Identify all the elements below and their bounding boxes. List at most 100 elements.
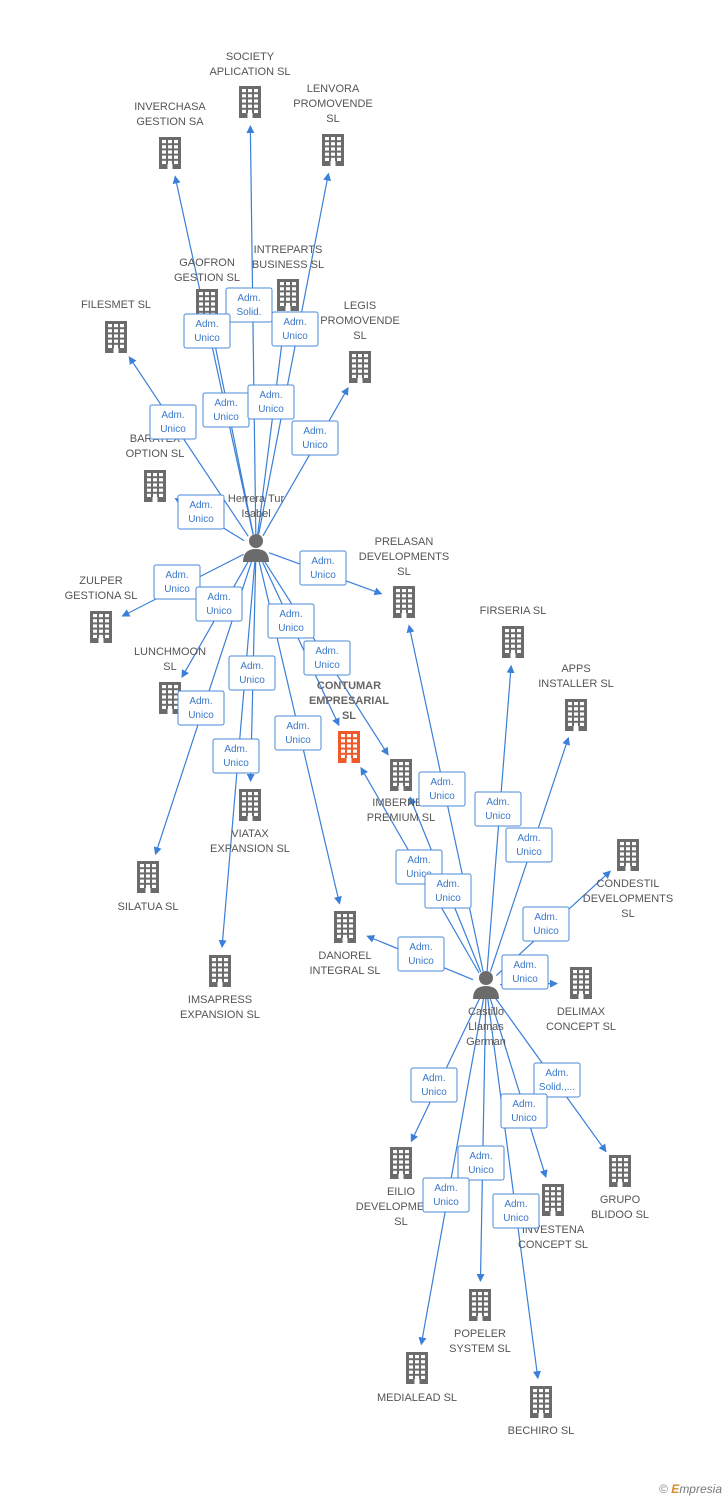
- node-label: OPTION SL: [126, 448, 185, 460]
- edge-herrera-gaofron: [209, 327, 254, 535]
- node-label: ZULPER: [79, 575, 122, 587]
- role-badge-label: Unico: [485, 811, 511, 822]
- node-label: Isabel: [241, 508, 270, 520]
- node-firseria[interactable]: FIRSERIA SL: [480, 605, 547, 658]
- role-badge-label: Unico: [188, 514, 214, 525]
- node-medialead[interactable]: MEDIALEAD SL: [377, 1352, 457, 1404]
- role-badge[interactable]: Adm.Unico: [299, 550, 347, 586]
- role-badge-label: Unico: [468, 1165, 494, 1176]
- node-label: SL: [326, 113, 339, 125]
- node-label: APPS: [561, 663, 590, 675]
- role-badge[interactable]: Adm.Unico: [457, 1145, 505, 1181]
- building-icon: [393, 586, 415, 618]
- role-badge[interactable]: Adm.Unico: [474, 791, 522, 827]
- node-label: Castillo: [468, 1006, 504, 1018]
- badges-layer: Adm.Solid.Adm.UnicoAdm.UnicoAdm.UnicoAdm…: [149, 287, 581, 1229]
- role-badge-label: Adm.: [517, 833, 540, 844]
- node-label: GESTION SL: [174, 272, 240, 284]
- role-badge-label: Adm.: [214, 398, 237, 409]
- role-badge[interactable]: Adm.Unico: [501, 954, 549, 990]
- building-icon: [390, 1147, 412, 1179]
- role-badge[interactable]: Adm.Unico: [267, 603, 315, 639]
- node-label: SYSTEM SL: [449, 1343, 511, 1355]
- role-badge[interactable]: Adm.Unico: [247, 384, 295, 420]
- role-badge[interactable]: Adm. Solid.: [225, 287, 273, 323]
- role-badge[interactable]: Adm.Unico: [153, 564, 201, 600]
- role-badge-label: Unico: [512, 974, 538, 985]
- node-label: CONDESTIL: [597, 878, 660, 890]
- role-badge[interactable]: Adm.Unico: [183, 313, 231, 349]
- role-badge[interactable]: Adm.Unico: [418, 771, 466, 807]
- node-label: GESTION SA: [136, 116, 204, 128]
- role-badge[interactable]: Adm.Unico: [177, 494, 225, 530]
- node-filesmet[interactable]: FILESMET SL: [81, 299, 151, 353]
- role-badge[interactable]: Adm.Unico: [149, 404, 197, 440]
- role-badge[interactable]: Adm.Solid.,...: [533, 1062, 581, 1098]
- node-label: GRUPO: [600, 1194, 641, 1206]
- role-badge[interactable]: Adm.Unico: [424, 873, 472, 909]
- edge-herrera-contumar: [261, 560, 340, 727]
- role-badge[interactable]: Adm.Unico: [500, 1093, 548, 1129]
- role-badge-label: Adm.: [207, 592, 230, 603]
- building-icon: [530, 1386, 552, 1418]
- node-apps[interactable]: APPS INSTALLER SL: [538, 663, 614, 731]
- brand-initial[interactable]: E: [671, 1482, 680, 1496]
- role-badge[interactable]: Adm.Unico: [177, 690, 225, 726]
- node-label: PRELASAN: [375, 536, 434, 548]
- node-bechiro[interactable]: BECHIRO SL: [508, 1386, 575, 1437]
- node-label: DELIMAX: [557, 1006, 606, 1018]
- role-badge[interactable]: Adm.Unico: [271, 311, 319, 347]
- role-badge-label: Solid.: [236, 307, 261, 318]
- node-silatua[interactable]: SILATUA SL: [118, 861, 179, 913]
- role-badge-label: Adm.: [259, 390, 282, 401]
- role-badge[interactable]: Adm.Unico: [410, 1067, 458, 1103]
- role-badge[interactable]: Adm.Unico: [202, 392, 250, 428]
- person-icon: [473, 971, 499, 999]
- brand-name[interactable]: mpresia: [679, 1482, 722, 1496]
- node-grupo[interactable]: GRUPO BLIDOO SL: [591, 1155, 649, 1221]
- node-label: SL: [397, 566, 410, 578]
- edge-castillo-popeler: [476, 998, 487, 1283]
- role-badge-label: Adm.: [303, 426, 326, 437]
- role-badge[interactable]: Adm.Unico: [274, 715, 322, 751]
- role-badge[interactable]: Adm. Unico: [195, 586, 243, 622]
- node-label: SL: [394, 1216, 407, 1228]
- node-label: BLIDOO SL: [591, 1209, 649, 1221]
- role-badge[interactable]: Adm.Unico: [422, 1177, 470, 1213]
- role-badge-label: Unico: [408, 956, 434, 967]
- node-baratex[interactable]: BARATEXOPTION SL: [126, 433, 185, 502]
- role-badge[interactable]: Adm.Unico: [522, 906, 570, 942]
- edge-herrera-filesmet: [128, 356, 249, 537]
- role-badge[interactable]: Adm.Unico: [291, 420, 339, 456]
- node-label: INSTALLER SL: [538, 678, 614, 690]
- role-badge[interactable]: Adm.Unico: [303, 640, 351, 676]
- role-badge[interactable]: Adm.Unico: [505, 827, 553, 863]
- role-badge-label: Adm.: [237, 293, 260, 304]
- node-label: VIATAX: [231, 828, 269, 840]
- role-badge[interactable]: Adm.Unico: [212, 738, 260, 774]
- building-icon: [565, 699, 587, 731]
- role-badge[interactable]: Adm.Unico: [492, 1193, 540, 1229]
- role-badge[interactable]: Adm.Unico: [397, 936, 445, 972]
- role-badge-label: Unico: [206, 606, 232, 617]
- role-badge[interactable]: Adm.Unico: [228, 655, 276, 691]
